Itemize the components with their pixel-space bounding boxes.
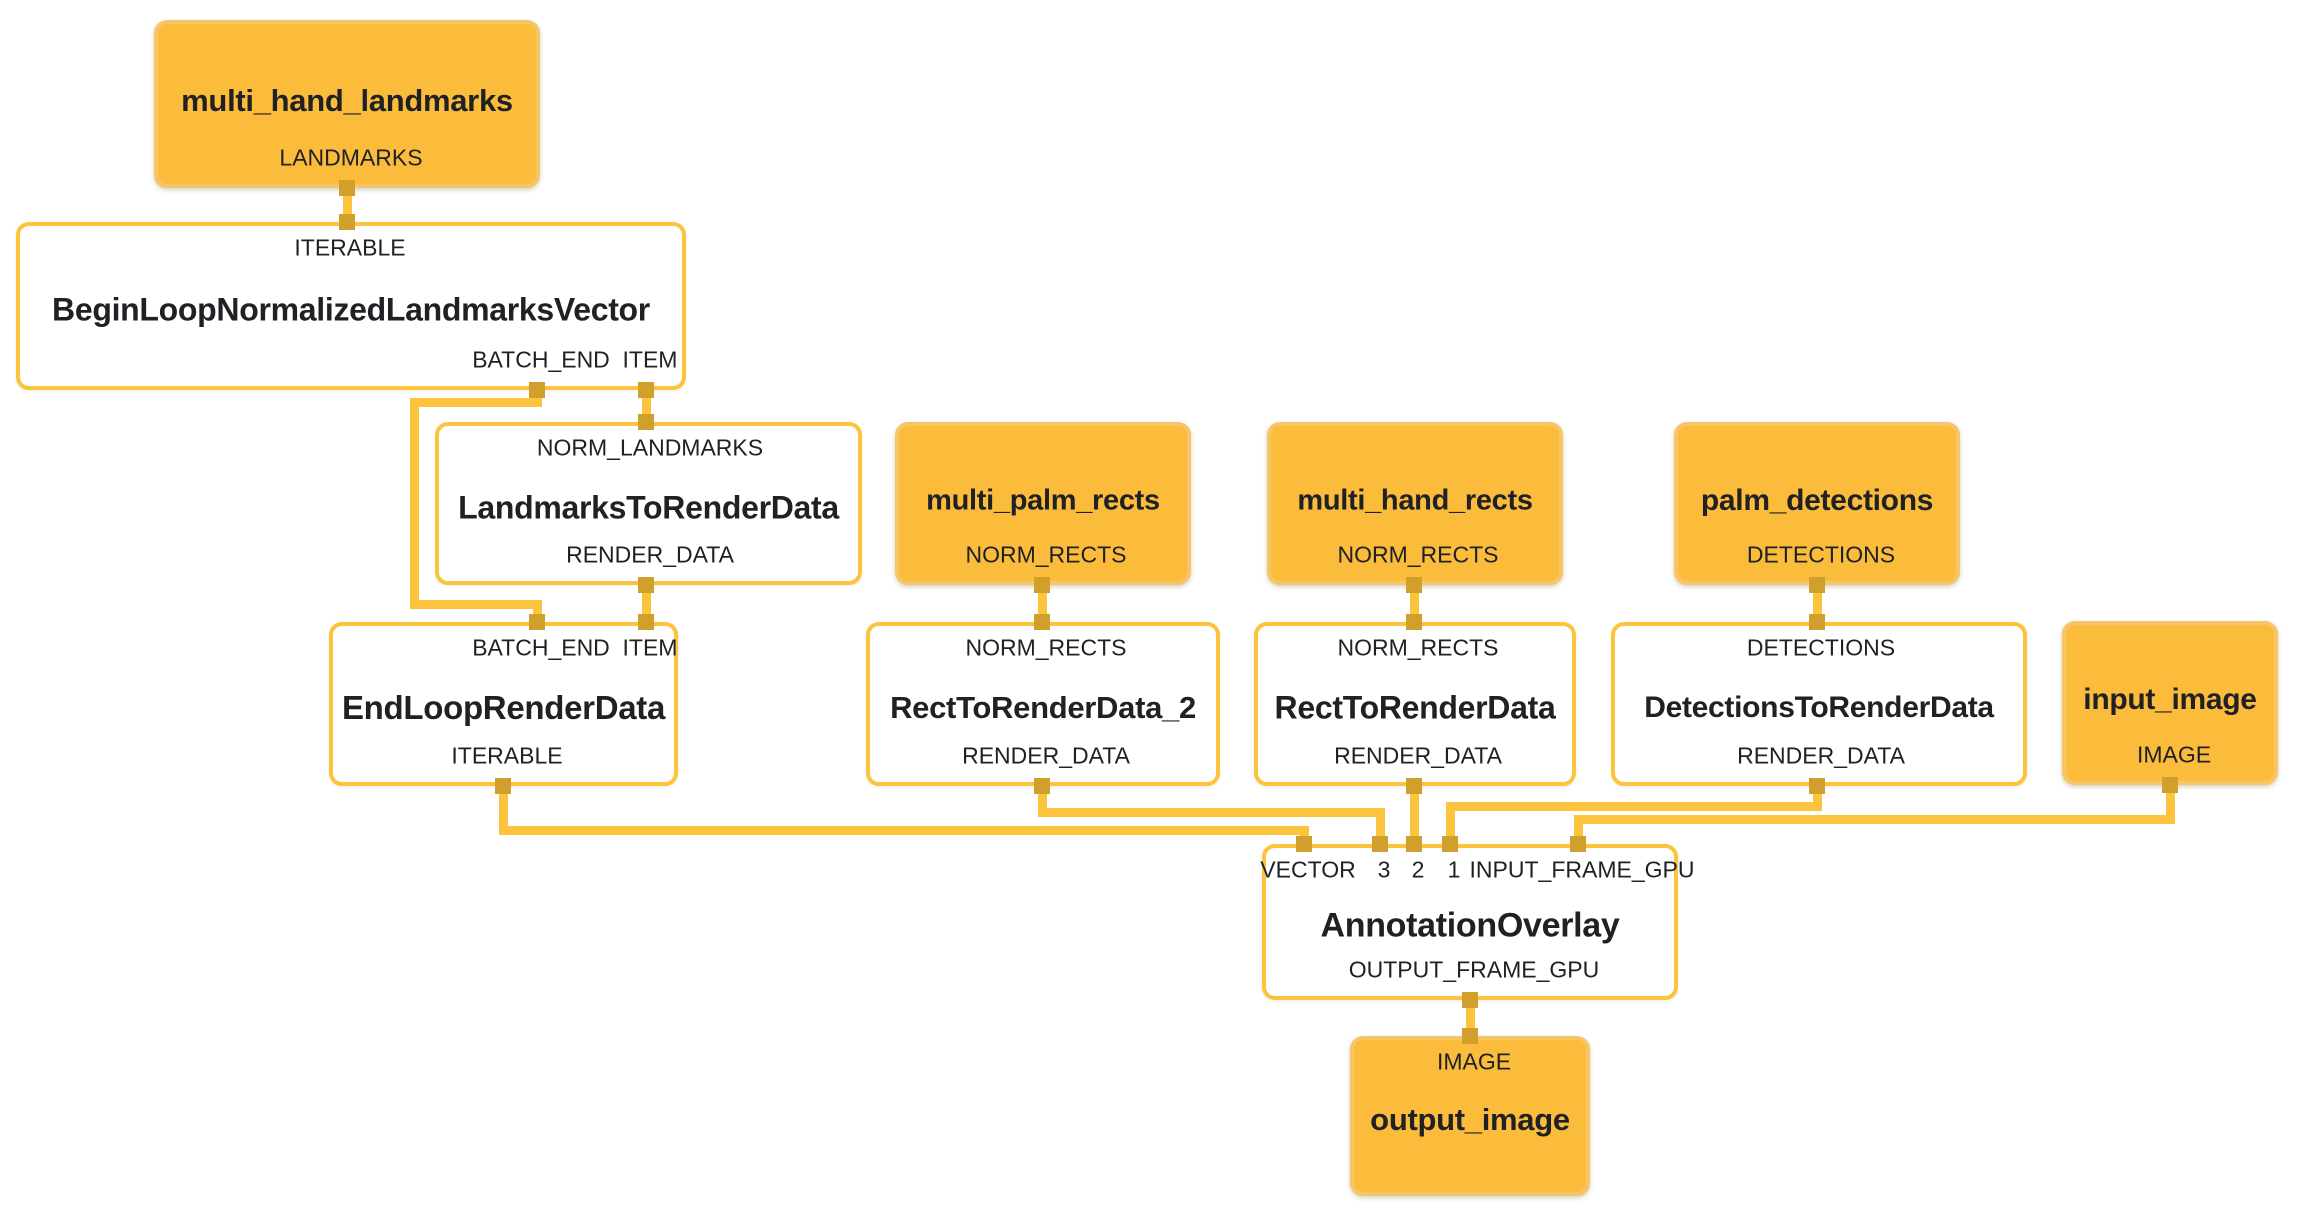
node-title: DetectionsToRenderData xyxy=(1644,691,1994,724)
node-title: multi_hand_rects xyxy=(1297,484,1533,517)
edge-segment xyxy=(532,599,542,627)
edge-segment xyxy=(1409,580,1419,627)
port-label-NORM_RECTS: NORM_RECTS xyxy=(1337,634,1499,661)
port-square xyxy=(1406,614,1422,630)
node-output_image[interactable]: output_image IMAGE xyxy=(1350,1036,1590,1196)
edge-segment xyxy=(1409,781,1419,849)
port-label-IMAGE: IMAGE xyxy=(1436,1048,1512,1075)
edge-segment xyxy=(1465,995,1475,1041)
port-square xyxy=(1034,614,1050,630)
node-title: input_image xyxy=(2083,683,2257,717)
port-label-3: 3 xyxy=(1377,856,1391,883)
port-label-IMAGE: IMAGE xyxy=(2136,741,2212,768)
edge-segment xyxy=(1812,781,1822,811)
edge-segment xyxy=(1445,801,1822,811)
port-label-RENDER_DATA: RENDER_DATA xyxy=(1334,742,1502,769)
port-label-BATCH_END: BATCH_END xyxy=(472,346,610,373)
edge-segment xyxy=(498,781,508,835)
edge-segment xyxy=(641,385,651,427)
port-square xyxy=(1462,992,1478,1008)
node-title: RectToRenderData_2 xyxy=(890,690,1196,725)
port-label-DETECTIONS: DETECTIONS xyxy=(1746,541,1896,568)
port-label-BATCH_END: BATCH_END xyxy=(472,634,610,661)
edge-segment xyxy=(409,599,542,609)
port-square xyxy=(1296,836,1312,852)
port-square xyxy=(1372,836,1388,852)
node-title: LandmarksToRenderData xyxy=(458,489,839,525)
edge-segment xyxy=(1375,807,1385,849)
port-square xyxy=(638,577,654,593)
node-title: AnnotationOverlay xyxy=(1320,906,1620,945)
edge-segment xyxy=(1037,781,1047,817)
port-square xyxy=(1034,577,1050,593)
port-label-RENDER_DATA: RENDER_DATA xyxy=(962,742,1130,769)
port-label-NORM_RECTS: NORM_RECTS xyxy=(965,634,1127,661)
port-square xyxy=(638,414,654,430)
node-title: multi_hand_landmarks xyxy=(181,83,513,119)
port-label-NORM_LANDMARKS: NORM_LANDMARKS xyxy=(536,434,764,461)
node-title: BeginLoopNormalizedLandmarksVector xyxy=(52,291,650,328)
port-square xyxy=(495,778,511,794)
port-label-RENDER_DATA: RENDER_DATA xyxy=(1737,742,1905,769)
edge-segment xyxy=(1037,580,1047,627)
node-title: multi_palm_rects xyxy=(926,484,1160,517)
port-label-LANDMARKS: LANDMARKS xyxy=(279,144,423,171)
port-label-RENDER_DATA: RENDER_DATA xyxy=(566,541,734,568)
edge-segment xyxy=(1573,814,2175,824)
port-label-ITERABLE: ITERABLE xyxy=(294,234,406,261)
port-square xyxy=(1809,778,1825,794)
port-label-NORM_RECTS: NORM_RECTS xyxy=(1337,541,1499,568)
port-label-INPUT_FRAME_GPU: INPUT_FRAME_GPU xyxy=(1469,856,1695,883)
node-title: palm_detections xyxy=(1700,483,1934,517)
port-square xyxy=(638,614,654,630)
node-RectToRenderData_2[interactable]: RectToRenderData_2 NORM_RECTS RENDER_DATA xyxy=(866,622,1220,786)
edge-segment xyxy=(409,397,419,609)
edge-segment xyxy=(1037,807,1385,817)
node-title: EndLoopRenderData xyxy=(341,689,666,726)
port-square xyxy=(638,382,654,398)
port-square xyxy=(1462,1028,1478,1044)
port-square xyxy=(1034,778,1050,794)
edge-segment xyxy=(1812,580,1822,627)
edge-segment xyxy=(1573,814,1583,849)
port-label-ITERABLE: ITERABLE xyxy=(451,742,563,769)
port-square xyxy=(1809,614,1825,630)
edge-segment xyxy=(409,397,542,407)
port-square xyxy=(1809,577,1825,593)
port-label-VECTOR: VECTOR xyxy=(1260,856,1356,883)
port-square xyxy=(1406,778,1422,794)
edge-segment xyxy=(342,183,352,227)
node-title: output_image xyxy=(1370,1102,1570,1137)
port-square xyxy=(1406,577,1422,593)
port-label-ITEM: ITEM xyxy=(622,346,678,373)
port-square xyxy=(2162,777,2178,793)
port-label-OUTPUT_FRAME_GPU: OUTPUT_FRAME_GPU xyxy=(1348,956,1600,983)
node-EndLoopRenderData[interactable]: EndLoopRenderData BATCH_END ITEM ITERABLE xyxy=(329,622,678,786)
port-square xyxy=(1442,836,1458,852)
port-label-ITEM: ITEM xyxy=(622,634,678,661)
node-title: RectToRenderData xyxy=(1274,689,1556,726)
port-square xyxy=(339,214,355,230)
port-label-DETECTIONS: DETECTIONS xyxy=(1746,634,1896,661)
port-label-2: 2 xyxy=(1411,856,1425,883)
port-square xyxy=(529,614,545,630)
port-square xyxy=(529,382,545,398)
port-label-1: 1 xyxy=(1447,856,1461,883)
port-square xyxy=(1570,836,1586,852)
port-label-NORM_RECTS: NORM_RECTS xyxy=(965,541,1127,568)
edge-segment xyxy=(498,825,1309,835)
port-square xyxy=(339,180,355,196)
edge-segment xyxy=(2165,780,2175,824)
edge-segment xyxy=(1445,801,1455,849)
node-DetectionsToRenderData[interactable]: DetectionsToRenderData DETECTIONS RENDER_D… xyxy=(1611,622,2027,786)
edge-segment xyxy=(641,580,651,627)
port-square xyxy=(1406,836,1422,852)
